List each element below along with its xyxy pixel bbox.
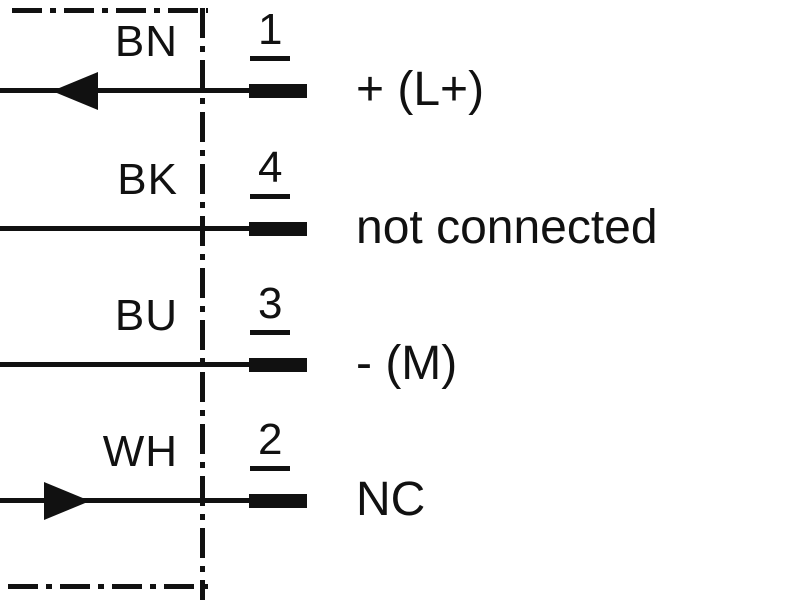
- wire-color-code: BU: [114, 291, 178, 340]
- wire-line: [0, 362, 252, 367]
- pin-terminal-bar: [249, 84, 307, 98]
- pin-number: 3: [250, 282, 291, 335]
- arrow-right-icon: [44, 482, 90, 520]
- pin-function-label: - (M): [356, 337, 458, 390]
- pin-function-label: not connected: [356, 201, 658, 254]
- wire-line: [0, 498, 252, 503]
- wire-line: [0, 226, 252, 231]
- arrow-left-icon: [52, 72, 98, 110]
- wire-color-code: BN: [114, 17, 178, 66]
- pin-number: 1: [250, 8, 291, 61]
- device-border-vertical: [200, 8, 205, 600]
- pin-function-label: NC: [356, 473, 426, 526]
- device-border-bottom: [8, 584, 208, 589]
- pin-number: 2: [250, 418, 291, 471]
- wire-color-code: BK: [117, 155, 178, 204]
- wire-line: [0, 88, 252, 93]
- pin-terminal-bar: [249, 358, 307, 372]
- pin-terminal-bar: [249, 494, 307, 508]
- pin-number: 4: [250, 146, 291, 199]
- wire-color-code: WH: [102, 427, 178, 476]
- device-border-top: [12, 8, 208, 13]
- pin-terminal-bar: [249, 222, 307, 236]
- pin-function-label: + (L+): [356, 63, 485, 116]
